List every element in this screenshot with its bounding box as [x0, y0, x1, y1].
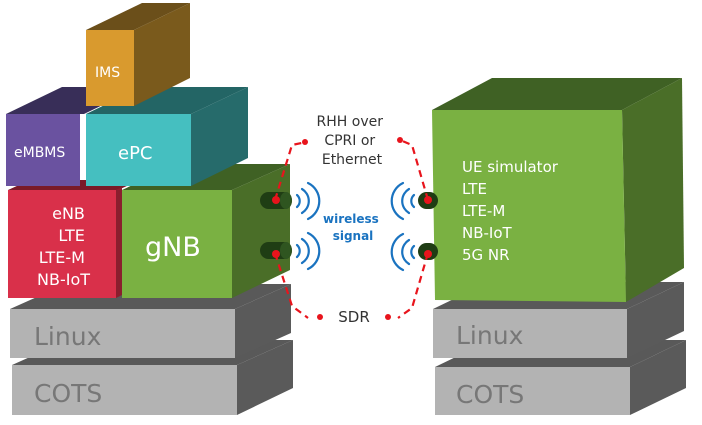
svg-text:UE simulator LTE L: UE simulator LTE LTE-M NB-IoT 5G NR — [462, 158, 563, 264]
link-dashed-path — [273, 138, 430, 319]
right-linux-block: Linux — [433, 282, 684, 358]
enb-block: eNB LTE LTE-M NB-IoT — [8, 180, 140, 298]
ue-line: NB-IoT — [462, 224, 513, 242]
rhh-label: RHH over CPRI or Ethernet — [317, 114, 388, 168]
epc-block: ePC — [86, 87, 248, 186]
ue-line: UE simulator — [462, 158, 559, 176]
enb-line: NB-IoT — [37, 270, 90, 289]
left-cots-label: COTS — [34, 379, 102, 408]
enb-line: LTE-M — [39, 248, 85, 267]
svg-text:eNB LTE LTE-M: eNB LTE LTE-M NB-IoT — [37, 204, 90, 289]
epc-label: ePC — [118, 143, 153, 164]
enb-line: LTE — [58, 226, 85, 245]
ue-line: LTE-M — [462, 202, 505, 220]
ue-line: LTE — [462, 180, 487, 198]
wireless-wave-icon — [295, 181, 416, 272]
left-linux-label: Linux — [34, 322, 101, 351]
embms-label: eMBMS — [14, 145, 65, 161]
ue-line: 5G NR — [462, 246, 510, 264]
right-linux-label: Linux — [456, 321, 523, 350]
enb-line: eNB — [52, 204, 85, 223]
ims-label: IMS — [95, 65, 120, 81]
gnb-label: gNB — [145, 232, 201, 263]
right-cots-label: COTS — [456, 380, 524, 409]
ue-simulator-block: UE simulator LTE LTE-M NB-IoT 5G NR — [432, 78, 684, 302]
link-dot-icon — [272, 137, 432, 320]
wireless-signal-label: wireless signal — [323, 212, 383, 243]
ims-block: IMS — [86, 3, 190, 106]
sdr-label: SDR — [338, 308, 370, 326]
